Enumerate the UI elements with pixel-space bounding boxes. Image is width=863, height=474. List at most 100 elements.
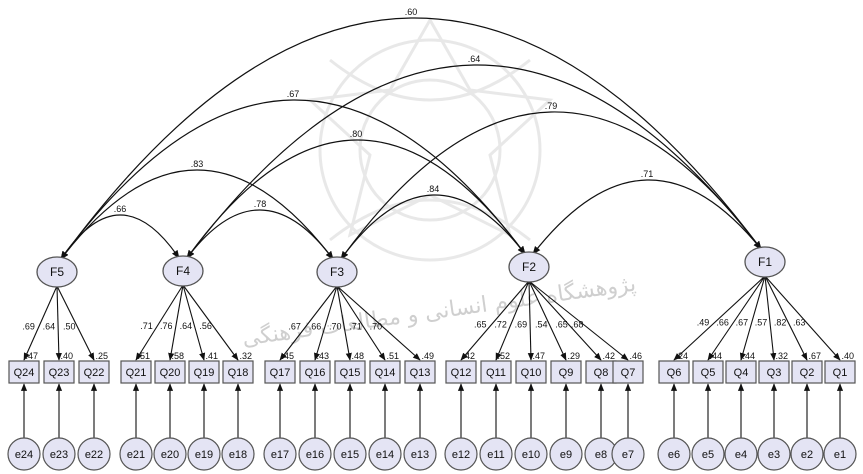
observed-variable-q4: Q4.44: [725, 351, 757, 384]
loading-arrow-q18: [182, 284, 239, 361]
loading-arrow-q21: [135, 284, 184, 361]
error-term-e15: e15: [333, 437, 367, 471]
error-circle: [657, 437, 691, 471]
error-label: e23: [50, 449, 68, 461]
observed-box: [334, 360, 366, 384]
latent-ellipse: [316, 256, 358, 288]
loading-value-q17: .67: [288, 322, 301, 332]
observed-variable-q2: Q2.67: [791, 351, 823, 384]
correlation-arc-f5-f1: [60, 17, 762, 260]
error-label: e13: [411, 449, 429, 461]
error-term-e2: e2: [790, 437, 824, 471]
error-label: e7: [622, 449, 634, 461]
r-squared-q22: .25: [95, 351, 108, 361]
observed-box: [369, 360, 401, 384]
observed-box: [188, 360, 220, 384]
observed-variable-q16: Q16 .43: [299, 351, 331, 384]
latent-label: F1: [758, 255, 772, 269]
r-squared-q5: .44: [709, 351, 722, 361]
observed-label: Q4: [734, 367, 749, 379]
r-squared-q15: .48: [351, 351, 364, 361]
latent-label: F4: [176, 264, 190, 278]
observed-variable-q5: Q5.44: [692, 351, 724, 384]
error-circle: [77, 437, 111, 471]
loading-arrow-q2: [764, 275, 808, 361]
observed-box: [299, 360, 331, 384]
correlation-arc-f5-f3: [60, 169, 334, 260]
loading-arrow-q23: [55, 285, 62, 361]
loading-value-q5: .66: [716, 317, 729, 327]
correlation-arc-f5-f4: [60, 214, 180, 260]
error-label: e16: [306, 449, 324, 461]
correlation-value-f4-f3: .78: [254, 199, 267, 209]
error-label: e5: [702, 449, 714, 461]
loading-value-q12: .65: [474, 319, 487, 329]
loading-arrow-q24: [23, 285, 58, 361]
observed-label: Q1: [833, 367, 848, 379]
observed-variable-q12: Q12.42: [445, 351, 477, 384]
correlation-arc-f4-f2: [186, 139, 526, 259]
observed-box: [445, 360, 477, 384]
loading-arrow-q3: [764, 275, 777, 361]
error-term-e23: e23: [42, 437, 76, 471]
error-term-e24: e24: [7, 437, 41, 471]
r-squared-q14: .51: [386, 351, 399, 361]
error-label: e15: [341, 449, 359, 461]
observed-label: Q23: [49, 367, 70, 379]
error-label: e20: [161, 449, 179, 461]
r-squared-q7: .46: [629, 351, 642, 361]
observed-label: Q16: [305, 367, 326, 379]
observed-box: [43, 360, 75, 384]
error-circle: [153, 437, 187, 471]
error-term-e18: e18: [221, 437, 255, 471]
error-label: e14: [376, 449, 394, 461]
loading-value-q10: .69: [515, 319, 528, 329]
observed-variable-q8: Q8.42: [585, 351, 617, 384]
loading-arrow-q8: [528, 280, 602, 361]
loading-value-q15: .70: [329, 322, 342, 332]
loading-value-q6: .49: [697, 317, 710, 327]
loading-value-q13: .70: [370, 322, 383, 332]
error-circle: [691, 437, 725, 471]
observed-variable-q15: Q15.48: [334, 351, 366, 384]
error-label: e11: [487, 449, 505, 461]
observed-box: [154, 360, 186, 384]
error-circle: [403, 437, 437, 471]
r-squared-q12: .42: [462, 351, 475, 361]
error-circle: [514, 437, 548, 471]
latent-label: F2: [522, 260, 536, 274]
loading-arrow-q15: [336, 285, 352, 361]
error-label: e9: [560, 449, 572, 461]
observed-label: Q14: [375, 367, 396, 379]
observed-box: [612, 360, 644, 384]
correlation-arc-f4-f3: [186, 209, 334, 260]
error-term-e12: e12: [444, 437, 478, 471]
observed-label: Q2: [800, 367, 815, 379]
loading-value-q11: .72: [494, 319, 507, 329]
loading-value-q1: .63: [793, 317, 806, 327]
loading-value-q24: .69: [22, 322, 35, 332]
latent-ellipse: [162, 255, 204, 287]
observed-variable-q18: Q18.32: [222, 351, 254, 384]
loading-arrow-q17: [279, 285, 338, 361]
correlation-arc-f5-f2: [60, 99, 526, 260]
observed-label: Q17: [270, 367, 291, 379]
latent-ellipse: [744, 246, 786, 278]
observed-variable-q11: Q11.52: [480, 351, 512, 384]
loading-arrow-q9: [528, 280, 567, 361]
error-circle: [333, 437, 367, 471]
observed-label: Q20: [160, 367, 181, 379]
loading-value-q18: .56: [199, 321, 212, 331]
latent-factor-f1: F1: [744, 246, 786, 278]
r-squared-q17: .45: [281, 351, 294, 361]
observed-label: Q7: [621, 367, 636, 379]
correlation-value-f5-f2: .67: [287, 89, 300, 99]
error-term-e5: e5: [691, 437, 725, 471]
observed-box: [791, 360, 823, 384]
observed-label: Q3: [767, 367, 782, 379]
error-term-e1: e1: [823, 437, 857, 471]
loading-value-q14: .71: [349, 322, 362, 332]
correlation-value-f2-f1: .71: [641, 169, 654, 179]
r-squared-q16: .43: [316, 351, 329, 361]
observed-label: Q19: [194, 367, 215, 379]
